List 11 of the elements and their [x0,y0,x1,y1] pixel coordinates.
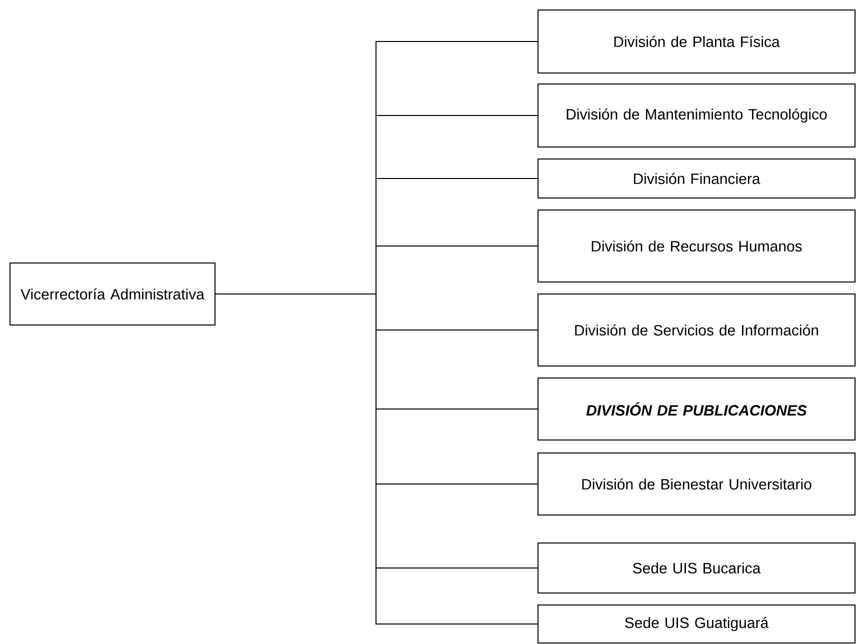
org-box: División de Recursos Humanos [538,210,856,282]
connector-line [215,294,538,624]
org-box: División Financiera [538,158,856,198]
org-box: Vicerrectoría Administrativa [10,262,216,326]
org-box: División de Mantenimiento Tecnológico [538,84,856,148]
org-box: Sede UIS Bucarica [538,542,856,594]
org-box: Sede UIS Guatiguará [538,604,856,644]
org-box: DIVISIÓN DE PUBLICACIONES [538,377,856,440]
org-box: División de Bienestar Universitario [538,452,856,516]
org-box: División de Planta Física [538,9,856,74]
org-box: División de Servicios de Información [538,294,856,366]
